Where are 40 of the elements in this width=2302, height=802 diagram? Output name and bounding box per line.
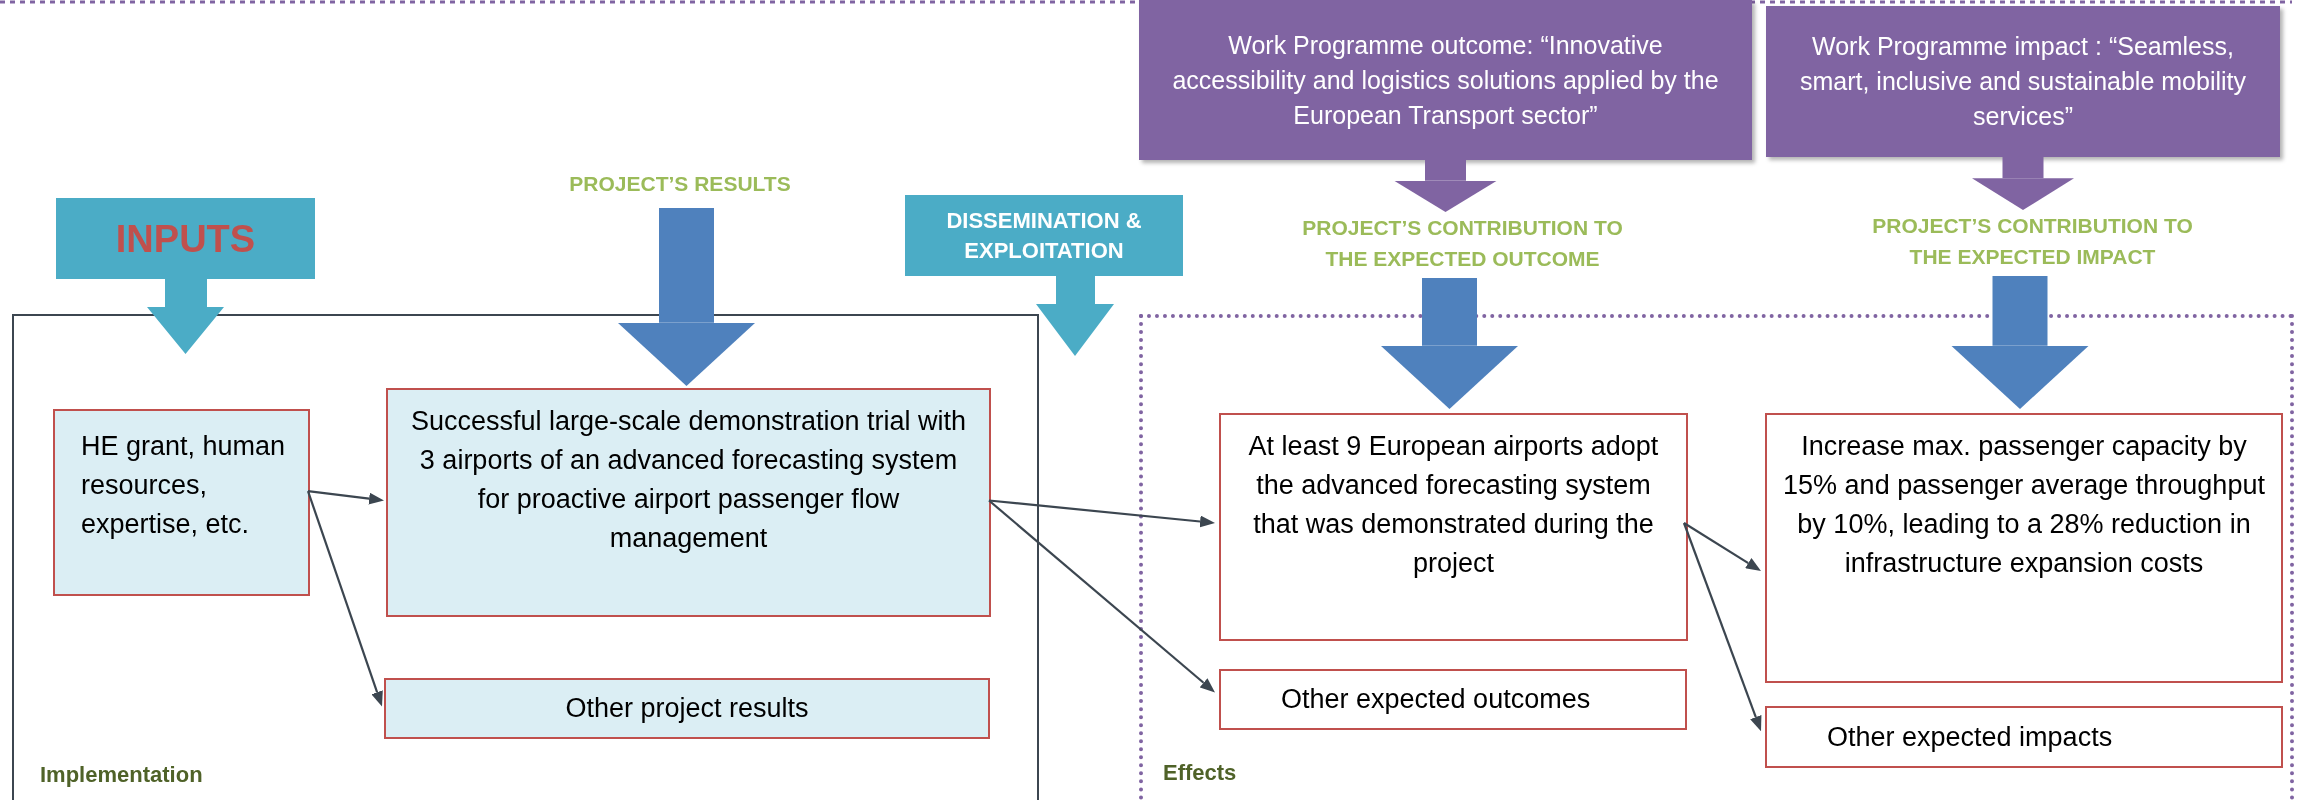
callout-text: DISSEMINATION & EXPLOITATION bbox=[945, 206, 1143, 265]
box-text: Work Programme outcome: “Innovative accessibility and logistics solutions applied by the European Transport sector” bbox=[1171, 29, 1720, 131]
process-box bbox=[1219, 669, 1687, 730]
arrow bbox=[988, 499, 1215, 693]
box-text: Other project results bbox=[565, 692, 809, 725]
box-text: Successful large-scale demonstration trial with 3 airports of an advanced forecasting system for proactive airport passenger flow management bbox=[409, 405, 968, 555]
box-text: Other expected outcomes bbox=[1281, 683, 1591, 716]
block-arrow bbox=[1951, 276, 2089, 409]
callout-arrow-box bbox=[56, 198, 315, 354]
callout-arrow-box bbox=[905, 195, 1183, 356]
frame-heading: Implementation bbox=[40, 762, 203, 788]
arrow bbox=[306, 490, 383, 707]
box-text: Increase max. passenger capacity by 15% and passenger average throughput by 10%, leading to a 28% reduction in infrastructure expansion costs bbox=[1783, 430, 2265, 580]
box-text: Work Programme impact : “Seamless, smart, inclusive and sustainable mobility services” bbox=[1798, 31, 2247, 132]
frame-heading: Effects bbox=[1163, 760, 1237, 786]
arrow bbox=[1682, 522, 1762, 732]
section-heading: PROJECT’S CONTRIBUTION TO THE EXPECTED IMPACT bbox=[1850, 210, 2215, 276]
section-heading: PROJECT’S RESULTS bbox=[510, 168, 850, 208]
work-programme-box bbox=[1139, 0, 1752, 160]
effects-frame bbox=[1139, 314, 2294, 800]
process-box bbox=[386, 388, 991, 617]
process-box bbox=[53, 409, 310, 596]
box-text: HE grant, human resources, expertise, etc. bbox=[81, 430, 287, 541]
callout-text: INPUTS bbox=[114, 216, 257, 262]
process-box bbox=[1765, 413, 2283, 683]
block-arrow bbox=[617, 208, 756, 386]
box-text: Other expected impacts bbox=[1827, 720, 2113, 754]
section-heading: PROJECT’S CONTRIBUTION TO THE EXPECTED OUTCOME bbox=[1280, 212, 1645, 278]
process-box bbox=[384, 678, 990, 739]
block-arrow bbox=[1971, 157, 2075, 210]
box-text: At least 9 European airports adopt the advanced forecasting system that was demonstrated during the project bbox=[1247, 430, 1660, 580]
arrow bbox=[1683, 522, 1761, 571]
block-arrow bbox=[1380, 278, 1519, 409]
block-arrow bbox=[1394, 160, 1497, 212]
process-box bbox=[1765, 706, 2283, 768]
arrow bbox=[988, 499, 1215, 528]
arrow bbox=[307, 490, 384, 505]
work-programme-box bbox=[1766, 6, 2280, 157]
process-box bbox=[1219, 413, 1688, 641]
implementation-frame bbox=[12, 314, 1039, 800]
